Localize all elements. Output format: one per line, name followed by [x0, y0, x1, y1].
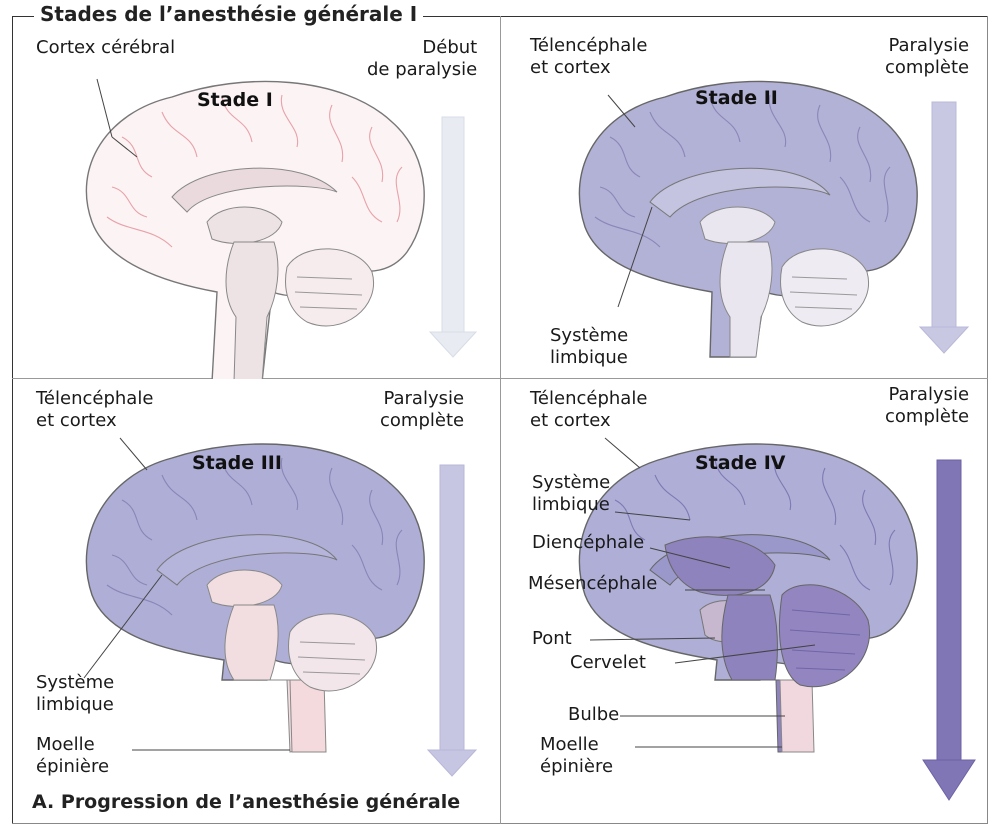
- stage-label: Stade III: [192, 452, 282, 474]
- panel-stage-1: Stade I Cortex cérébral Début de paralys…: [12, 17, 500, 379]
- label-cortex: Cortex cérébral: [36, 37, 175, 59]
- label-paralysis: Début de paralysie: [367, 37, 477, 81]
- label-spinal: Moelle épinière: [540, 734, 613, 778]
- paralysis-arrow: [428, 465, 476, 776]
- paralysis-arrow: [430, 117, 476, 357]
- label-mesencephalon: Mésencéphale: [528, 573, 657, 595]
- label-paralysis: Paralysie complète: [380, 388, 464, 432]
- panel-stage-3: Stade III Télencéphale et cortex Système…: [12, 380, 500, 742]
- label-limbic: Système limbique: [36, 672, 114, 716]
- label-limbic: Système limbique: [532, 472, 610, 516]
- label-spinal: Moelle épinière: [36, 734, 109, 778]
- cerebellum-shape: [781, 249, 869, 326]
- figure-caption: A. Progression de l’anesthésie générale: [32, 791, 460, 813]
- cerebellum-shape: [289, 614, 377, 691]
- cortex-leader-line: [605, 438, 640, 468]
- label-cortex: Télencéphale et cortex: [530, 35, 647, 79]
- spinal-cord: [290, 680, 326, 752]
- label-diencephalon: Diencéphale: [532, 532, 644, 554]
- cortex-leader-line: [97, 79, 112, 137]
- stage-label: Stade II: [695, 87, 778, 109]
- paralysis-arrow: [923, 460, 975, 800]
- label-paralysis: Paralysie complète: [885, 384, 969, 428]
- paralysis-arrow: [920, 102, 968, 353]
- label-cortex: Télencéphale et cortex: [530, 388, 647, 432]
- label-paralysis: Paralysie complète: [885, 35, 969, 79]
- label-limbic: Système limbique: [550, 325, 628, 369]
- stage-label: Stade I: [197, 89, 273, 111]
- spinal-cord: [780, 680, 814, 752]
- label-cortex: Télencéphale et cortex: [36, 388, 153, 432]
- stage-label: Stade IV: [695, 452, 785, 474]
- label-cerebellum: Cervelet: [570, 652, 646, 674]
- label-pons: Pont: [532, 628, 572, 650]
- panel-stage-2: Stade II Télencéphale et cortex Système …: [500, 17, 988, 379]
- cerebellum-shape: [286, 249, 374, 326]
- panel-stage-4: Stade IV Télencéphale et cortex Système …: [500, 380, 988, 742]
- label-bulb: Bulbe: [568, 704, 619, 726]
- cortex-leader-line: [120, 438, 147, 470]
